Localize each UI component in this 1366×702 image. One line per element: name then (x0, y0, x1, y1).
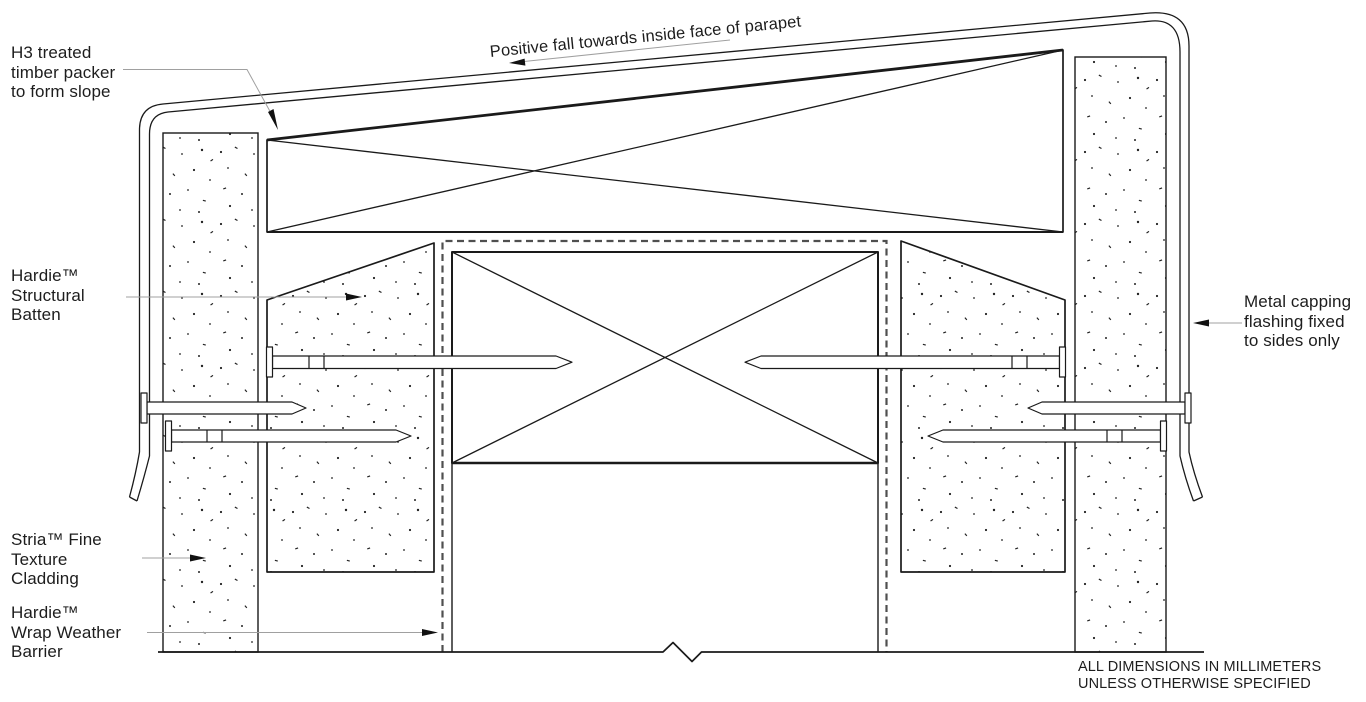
packer-top-edge (266, 48, 1064, 142)
screw-right-middle (1027, 392, 1192, 424)
structural-batten-left (266, 242, 435, 573)
screw-left-top (265, 346, 573, 378)
capping-left-end-cap (129, 496, 138, 502)
leader-metal-capping (1193, 319, 1242, 327)
capping-outer-line (128, 12, 1204, 498)
weather-barrier-dashed-line (441, 239, 888, 652)
label-structural-batten: Hardie™ Structural Batten (11, 266, 85, 324)
cladding-panel-right (1074, 56, 1167, 653)
label-h3-timber-packer: H3 treated timber packer to form slope (11, 43, 116, 101)
metal-capping-flashing (128, 12, 1204, 502)
central-framing-member (451, 251, 879, 652)
fasteners (140, 346, 1192, 452)
screw-right-top (744, 346, 1067, 378)
label-stria-cladding: Stria™ Fine Texture Cladding (11, 530, 102, 588)
leader-lines (123, 39, 1242, 636)
structural-batten-right (900, 240, 1066, 573)
screw-left-bottom (164, 420, 412, 452)
capping-right-end-cap (1193, 496, 1203, 502)
screw-left-middle (140, 392, 307, 424)
member-diagonal-2 (451, 251, 879, 464)
cladding-panel-left (162, 132, 259, 653)
packer-diagonal-2 (266, 49, 1064, 233)
leader-wrap-barrier (147, 629, 438, 636)
leader-stria-cladding (142, 554, 206, 562)
label-metal-capping: Metal capping flashing fixed to sides on… (1244, 292, 1352, 350)
base-line-with-break (158, 641, 1204, 663)
packer-diagonal-1 (266, 139, 1064, 233)
label-wrap-barrier: Hardie™ Wrap Weather Barrier (11, 603, 122, 661)
label-dimensions-note: ALL DIMENSIONS IN MILLIMETERS UNLESS OTH… (1078, 659, 1322, 692)
screw-right-bottom (927, 420, 1168, 452)
leader-structural-batten (126, 293, 362, 301)
capping-inner-line (136, 20, 1195, 502)
timber-packer (266, 48, 1064, 233)
leader-h3-packer (123, 69, 278, 130)
leader-positive-fall (509, 39, 731, 66)
